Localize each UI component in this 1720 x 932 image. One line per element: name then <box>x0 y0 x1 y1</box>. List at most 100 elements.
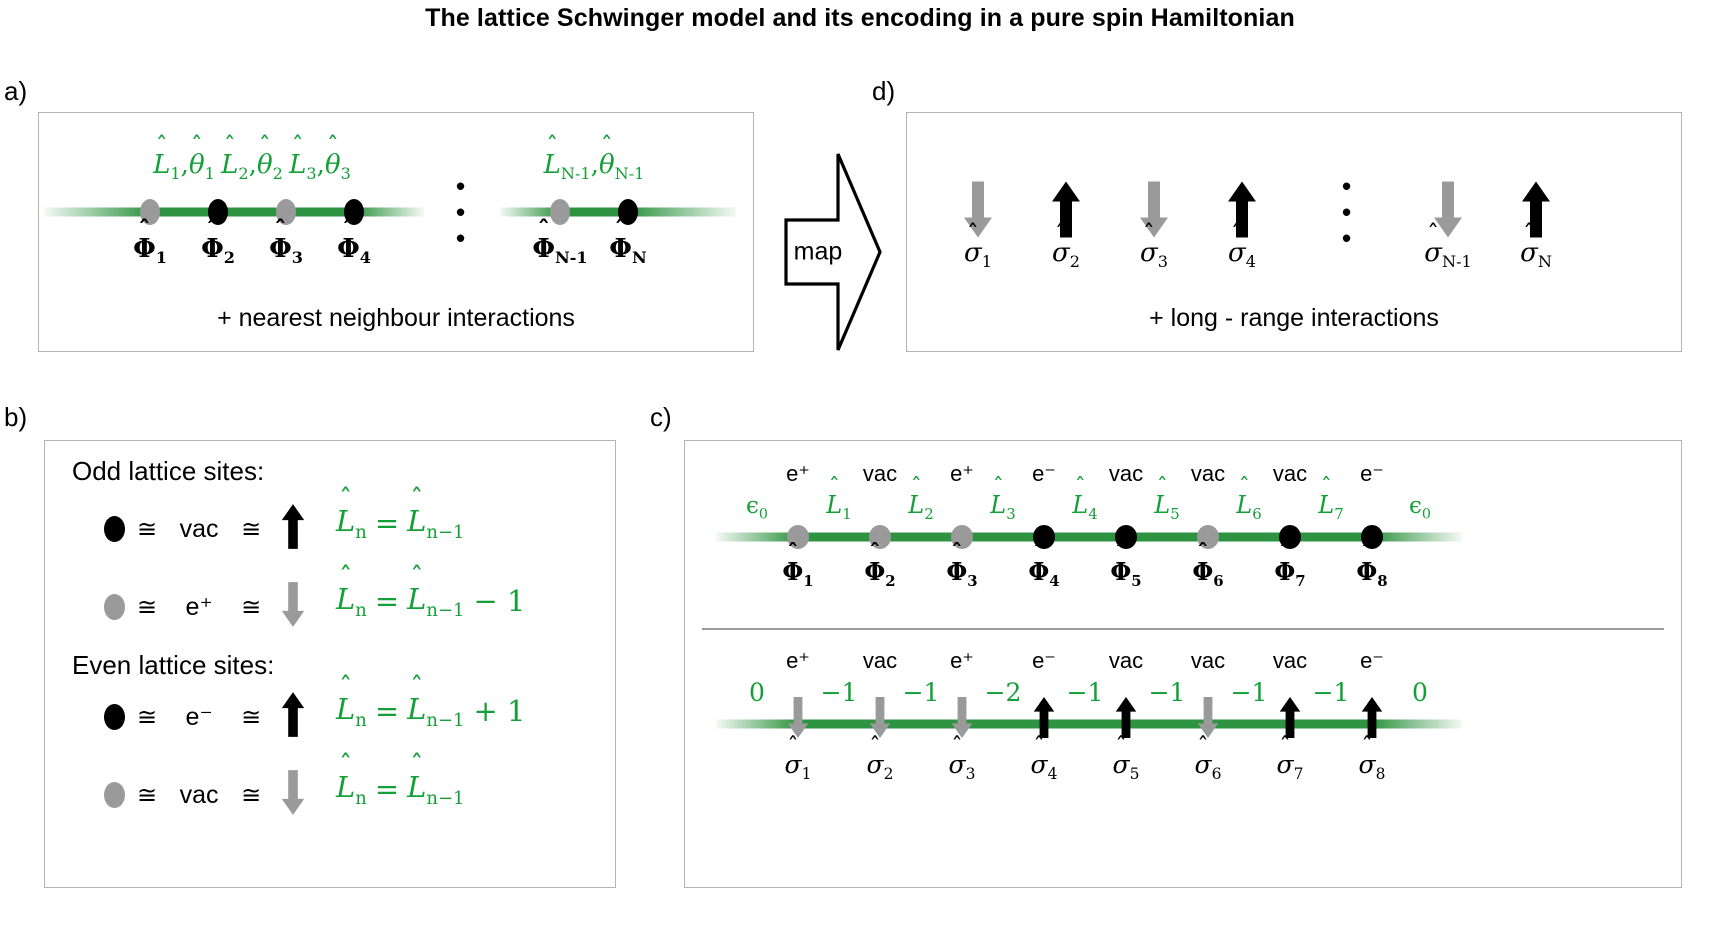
spin-arrow-icon-5 <box>1115 696 1137 745</box>
site-dot-black <box>104 704 125 730</box>
panel-d-box <box>906 112 1682 352</box>
congruent-sign: ≅ <box>241 703 262 731</box>
lattice-link <box>1044 532 1126 542</box>
panel-b-box <box>44 440 616 888</box>
lattice-link <box>150 207 218 217</box>
spin-arrow-icon-2 <box>1051 181 1081 243</box>
particle-label-4: e⁻ <box>1032 648 1056 673</box>
spin-arrow-icon-6 <box>1521 181 1551 243</box>
particle-label-6: vac <box>1190 648 1226 673</box>
lattice-site <box>618 199 638 225</box>
congruent-sign: ≅ <box>241 781 262 809</box>
link-value-3: −2 <box>984 678 1022 707</box>
lattice-link <box>500 207 560 217</box>
spin-arrow-icon-3 <box>951 696 973 745</box>
particle-label-5: vac <box>1108 648 1144 673</box>
site-dot-black <box>104 516 125 542</box>
ellipsis: • • • <box>455 171 469 253</box>
link-value-7: −1 <box>1312 678 1350 707</box>
lattice-site <box>140 199 160 225</box>
site-dot-gray <box>104 594 125 620</box>
spin-arrow-icon-4 <box>1033 696 1055 745</box>
lattice-link <box>1208 719 1290 729</box>
lattice-link <box>1290 719 1372 729</box>
edge-label-left: ϵ0 <box>746 493 768 523</box>
lattice-link <box>218 207 286 217</box>
edge-value-left: 0 <box>749 678 765 707</box>
particle-label: vac <box>179 514 219 543</box>
particle-label-6: vac <box>1190 461 1226 486</box>
spin-arrow-icon-3 <box>1139 181 1169 243</box>
panel-b-row: ≅e⁺≅ <box>104 582 313 632</box>
lattice-link <box>716 719 798 729</box>
panel-d-caption: + long - range interactions <box>1149 304 1439 332</box>
lattice-link <box>1208 532 1290 542</box>
spin-arrow-icon-2 <box>869 696 891 745</box>
panel-a-caption: + nearest neighbour interactions <box>217 304 575 332</box>
lattice-link <box>1126 532 1208 542</box>
link-value-1: −1 <box>820 678 858 707</box>
panel-a-box <box>38 112 754 352</box>
particle-label-8: e⁻ <box>1360 461 1384 486</box>
lattice-site <box>1279 525 1301 549</box>
spin-arrow-icon-1 <box>963 181 993 243</box>
lattice-site <box>208 199 228 225</box>
lattice-site <box>550 199 570 225</box>
lattice-site <box>1197 525 1219 549</box>
lattice-site <box>344 199 364 225</box>
spin-arrow-icon <box>273 770 313 820</box>
lattice-link <box>962 719 1044 729</box>
lattice-site <box>869 525 891 549</box>
lattice-link <box>798 532 880 542</box>
lattice-link <box>798 719 880 729</box>
spin-arrow-icon-7 <box>1279 696 1301 745</box>
spin-arrow-icon-4 <box>1227 181 1257 243</box>
panel-b-letter: b) <box>4 402 28 432</box>
lattice-link <box>1126 719 1208 729</box>
spin-arrow-icon-5 <box>1433 181 1463 243</box>
figure-title: The lattice Schwinger model and its enco… <box>425 4 1295 32</box>
particle-label-5: vac <box>1108 461 1144 486</box>
panel-b-row: ≅e⁻≅ <box>104 692 313 742</box>
edge-value-right: 0 <box>1412 678 1428 707</box>
lattice-site <box>787 525 809 549</box>
lattice-link <box>962 532 1044 542</box>
lattice-link <box>880 532 962 542</box>
lattice-link <box>560 207 628 217</box>
congruent-sign: ≅ <box>137 781 158 809</box>
particle-label-1: e⁺ <box>786 461 810 486</box>
particle-label-2: vac <box>862 461 898 486</box>
particle-label: e⁺ <box>185 593 213 621</box>
particle-label: e⁻ <box>185 703 213 731</box>
panel-a-letter: a) <box>4 76 28 106</box>
lattice-link <box>1372 532 1462 542</box>
